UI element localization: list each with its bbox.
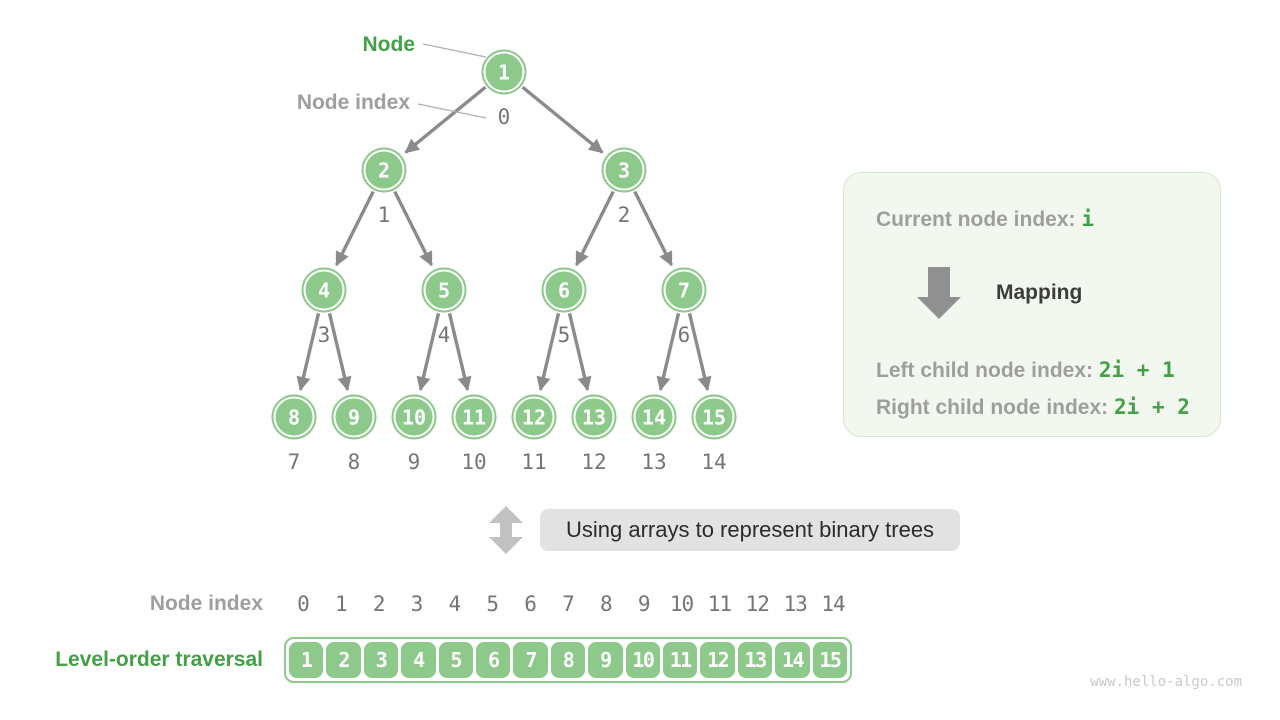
array-index-9: 9 [637,592,651,616]
tree-edges [296,85,712,392]
tree-node-index-9: 9 [407,450,421,474]
tree-node-index-0: 0 [497,105,511,129]
tree-edge [416,312,441,392]
array-cell-12: 12 [700,642,735,678]
traversal-label: Level-order traversal [55,648,263,671]
array-cell-14: 14 [775,642,810,678]
left-child-label: Left child node index: [876,359,1094,382]
array-cell-11: 11 [663,642,698,678]
array-cell-3: 3 [363,642,399,678]
tree-edge [536,312,561,392]
tree-node-11: 11 [451,394,497,440]
tree-node-index-10: 10 [461,450,487,474]
tree-node-index-4: 4 [437,323,451,347]
array-index-6: 6 [524,592,537,616]
tree-node-index-5: 5 [557,323,571,347]
array-index-label: Node index [149,592,263,615]
array-cell-2: 2 [326,642,361,678]
left-child-value: 2i + 1 [1098,358,1175,382]
left-child-line: Left child node index: 2i + 1 [876,356,1175,385]
tree-edge [575,190,615,267]
array-cell-10: 10 [625,642,661,678]
tree-node-index-14: 14 [701,450,727,474]
array-cell-7: 7 [513,642,548,678]
current-node-index-label: Current node index: [876,208,1076,231]
array-index-14: 14 [821,592,845,616]
current-node-index-value: i [1081,207,1095,231]
array-cell-9: 9 [588,642,623,678]
array-index-4: 4 [448,592,462,616]
caption-pill: Using arrays to represent binary trees [540,509,961,551]
array-cell-1: 1 [289,642,324,678]
tree-node-12: 12 [511,394,557,440]
tree-node-14: 14 [631,394,677,440]
mapping-info-box: Current node index: i Mapping Left child… [843,172,1221,437]
tree-edge [687,312,712,392]
array-cell-15: 15 [812,642,848,678]
array-cell-4: 4 [401,642,436,678]
current-node-index-line: Current node index: i [876,205,1094,234]
tree-node-index-1: 1 [377,203,391,227]
tree-edge [447,312,472,392]
array-index-12: 12 [745,592,770,616]
right-child-label: Right child node index: [876,396,1109,419]
tree-node-4: 4 [301,267,347,313]
array-cell-8: 8 [550,642,586,678]
node-index-callout-label: Node index [296,91,410,114]
array-index-10: 10 [669,592,694,616]
array-index-7: 7 [562,592,575,616]
array-index-3: 3 [410,592,424,616]
tree-node-index-6: 6 [677,323,691,347]
down-arrow-icon [917,267,961,319]
array-cell-13: 13 [737,642,773,678]
node-index-callout-line [417,103,487,119]
tree-edge [327,312,352,392]
right-child-value: 2i + 2 [1114,395,1190,419]
tree-node-index-12: 12 [581,450,607,474]
right-child-line: Right child node index: 2i + 2 [876,393,1190,422]
tree-edge [393,190,433,267]
array-index-13: 13 [783,592,807,616]
tree-node-index-8: 8 [347,450,361,474]
node-callout-line [422,43,487,58]
array-index-0: 0 [297,592,310,616]
array-cell-6: 6 [476,642,511,678]
array-index-2: 2 [372,592,386,616]
tree-node-index-13: 13 [641,450,667,474]
tree-node-2: 2 [361,147,407,193]
tree-node-index-2: 2 [617,203,631,227]
tree-edge [404,85,487,154]
tree-node-6: 6 [541,267,587,313]
array-index-1: 1 [334,592,348,616]
tree-node-13: 13 [571,394,617,440]
mapping-label: Mapping [996,281,1083,304]
tree-edge [567,312,592,392]
array-cell-5: 5 [438,642,474,678]
tree-node-5: 5 [421,267,467,313]
node-callout-label: Node [362,33,416,56]
tree-node-index-3: 3 [317,323,331,347]
array-index-8: 8 [599,592,613,616]
tree-node-3: 3 [601,147,647,193]
watermark: www.hello-algo.com [1090,674,1242,690]
tree-node-index-11: 11 [521,450,547,474]
tree-node-10: 10 [391,394,437,440]
tree-edge [633,190,673,267]
tree-node-7: 7 [661,267,707,313]
tree-node-9: 9 [331,394,377,440]
tree-edge [521,85,604,154]
tree-edge [335,190,375,267]
tree-node-1: 1 [481,49,527,95]
tree-edge [296,312,321,392]
tree-node-15: 15 [691,394,737,440]
tree-edge [656,312,681,392]
updown-arrow-icon [489,506,523,554]
array-index-5: 5 [486,592,499,616]
array-index-11: 11 [707,592,732,616]
tree-node-8: 8 [271,394,317,440]
tree-node-index-7: 7 [287,450,301,474]
